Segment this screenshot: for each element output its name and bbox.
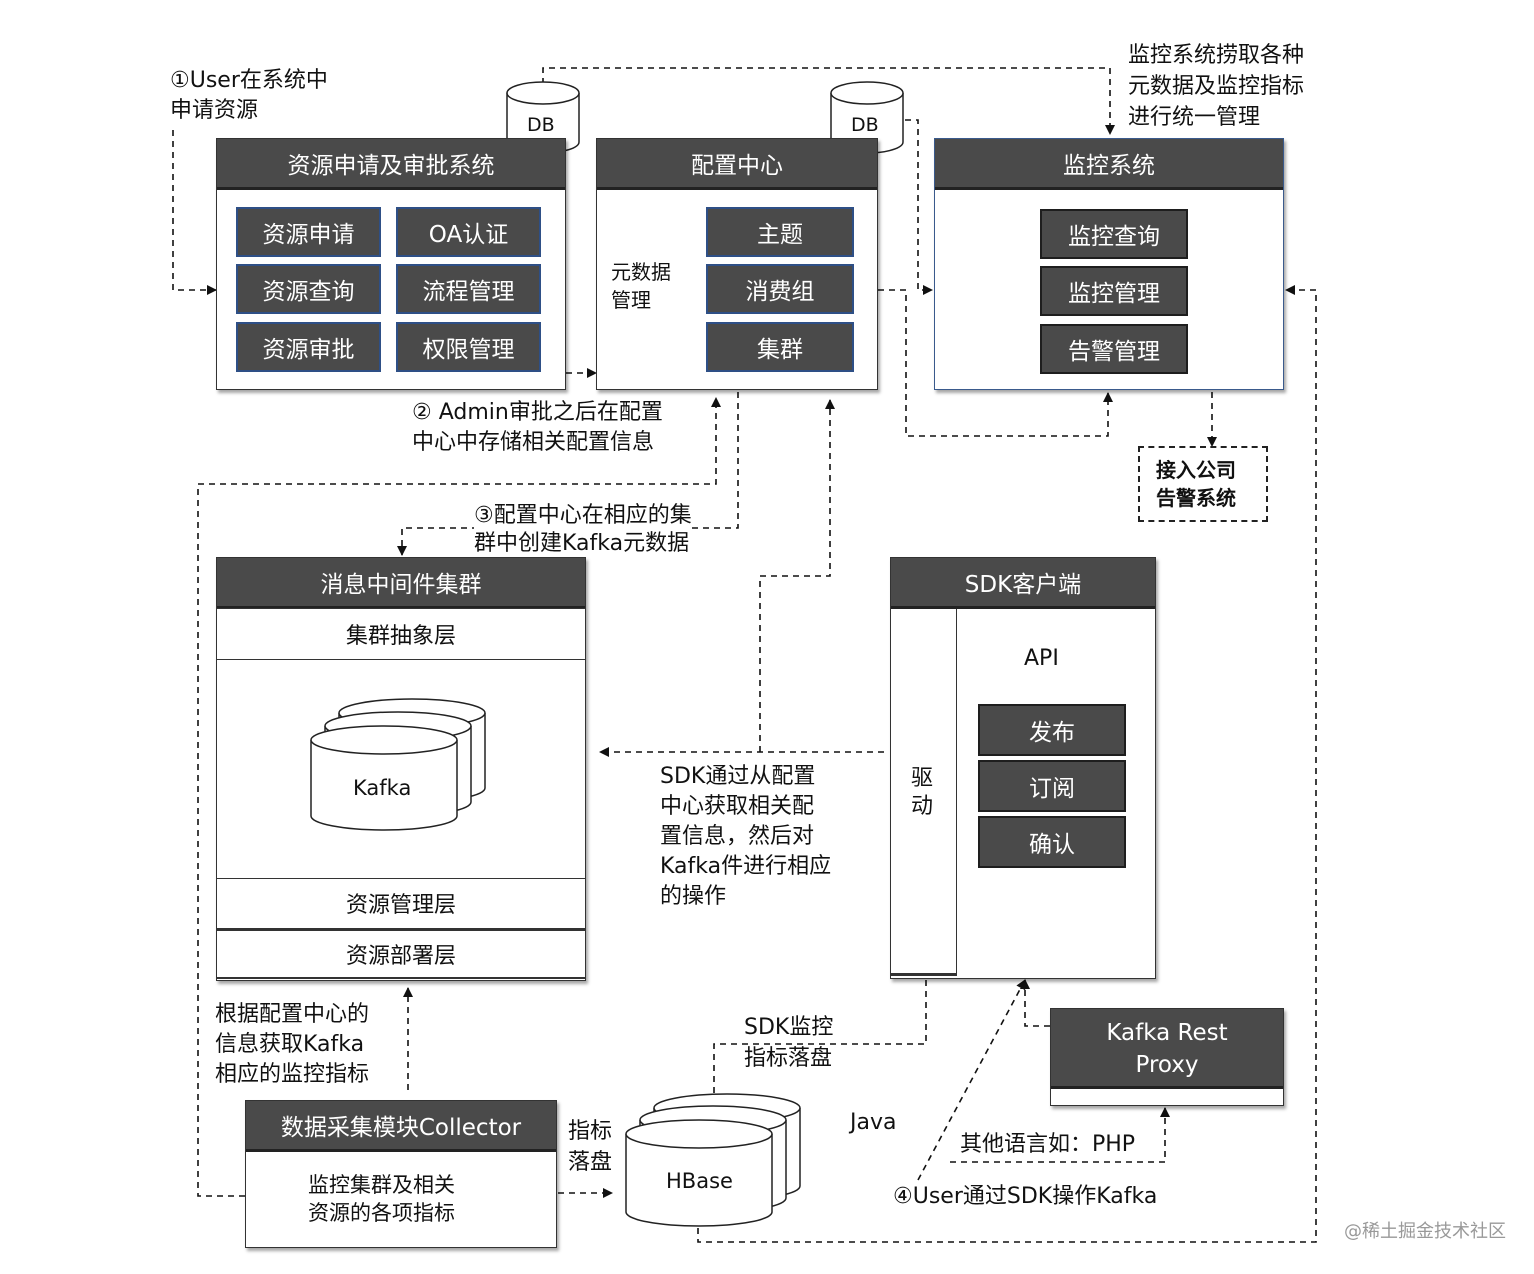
resource-cell[interactable]: 流程管理	[396, 264, 541, 314]
db-label: DB	[851, 114, 879, 136]
kafka-label: Kafka	[353, 776, 412, 800]
resource-deploy-layer: 资源部署层	[217, 928, 585, 979]
mq-cluster-title: 消息中间件集群	[217, 558, 585, 609]
driver-label: 驱动	[911, 766, 934, 819]
metric-disk-note: 指标落盘	[568, 1119, 613, 1175]
resource-approval-system: 资源申请及审批系统 资源申请 OA认证 资源查询 流程管理 资源审批 权限管理	[216, 138, 566, 390]
hbase-cylinders-icon	[625, 1093, 801, 1227]
hbase-label: HBase	[666, 1169, 733, 1193]
monitor-cell[interactable]: 告警管理	[1040, 324, 1188, 374]
mq-cluster: 消息中间件集群 集群抽象层 资源管理层 资源部署层 Kafka	[216, 557, 586, 981]
monitor-system: 监控系统 监控查询 监控管理 告警管理	[934, 138, 1284, 390]
watermark: @稀土掘金技术社区	[1344, 1221, 1506, 1242]
sdk-monitor-note: SDK监控指标落盘	[744, 1015, 834, 1071]
arrow-proxy-to-sdk	[1020, 979, 1050, 1027]
arrow-user-to-resource	[172, 130, 217, 295]
resource-cell[interactable]: OA认证	[396, 207, 541, 257]
config-cell[interactable]: 主题	[706, 207, 854, 257]
db-label: DB	[527, 114, 555, 136]
monitor-cell[interactable]: 监控查询	[1040, 209, 1188, 259]
sdk-client: SDK客户端 驱动 API 发布 订阅 确认	[890, 557, 1156, 979]
collector-module: 数据采集模块Collector 监控集群及相关资源的各项指标	[245, 1100, 557, 1248]
api-label: API	[1024, 646, 1059, 671]
arrow-collector-to-config	[197, 397, 721, 1197]
meta-manage-label: 元数据管理	[611, 260, 671, 312]
config-cell[interactable]: 消费组	[706, 264, 854, 314]
resource-cell[interactable]: 资源申请	[236, 207, 381, 257]
collector-title: 数据采集模块Collector	[246, 1101, 556, 1152]
config-cell[interactable]: 集群	[706, 322, 854, 372]
monitor-system-title: 监控系统	[935, 139, 1283, 190]
step2-note: ② Admin审批之后在配置中心中存储相关配置信息	[412, 400, 663, 455]
db-icon-resource	[506, 81, 580, 154]
kafka-cylinders-icon	[310, 698, 486, 831]
sdk-cell[interactable]: 确认	[978, 816, 1126, 868]
arrow-config-to-cluster	[397, 392, 739, 556]
cluster-abstract-layer: 集群抽象层	[217, 608, 585, 660]
collector-body: 监控集群及相关资源的各项指标	[308, 1173, 455, 1225]
config-center: 配置中心 元数据管理 主题 消费组 集群	[596, 138, 878, 390]
arrow-config-to-monitor-bottom	[878, 289, 1113, 437]
step4-note: ④User通过SDK操作Kafka	[893, 1182, 1158, 1212]
arrow-config-db-to-monitor	[905, 119, 933, 295]
other-lang-label: 其他语言如：PHP	[960, 1130, 1136, 1160]
sdk-client-title: SDK客户端	[891, 558, 1155, 609]
arrow-php-to-proxy	[950, 1107, 1170, 1163]
monitor-note: 监控系统捞取各种元数据及监控指标进行统一管理	[1128, 43, 1305, 130]
sdk-cell[interactable]: 发布	[978, 704, 1126, 756]
resource-manage-layer: 资源管理层	[217, 878, 585, 927]
arrow-sdk-to-hbase	[709, 980, 927, 1107]
java-label: Java	[850, 1110, 897, 1135]
monitor-cell[interactable]: 监控管理	[1040, 266, 1188, 316]
driver-panel: 驱动	[891, 609, 957, 976]
resource-cell[interactable]: 权限管理	[396, 322, 541, 372]
step3-note: ③配置中心在相应的集群中创建Kafka元数据	[474, 502, 692, 558]
resource-cell[interactable]: 资源查询	[236, 264, 381, 314]
company-alert-system: 接入公司告警系统	[1138, 446, 1268, 522]
config-center-title: 配置中心	[597, 139, 877, 190]
step1-note: ①User在系统中申请资源	[170, 68, 328, 123]
arrow-java-to-sdk	[917, 979, 1026, 1181]
arrow-hbase-to-monitor	[697, 285, 1317, 1243]
resource-system-title: 资源申请及审批系统	[217, 139, 565, 190]
resource-cell[interactable]: 资源审批	[236, 322, 381, 372]
sdk-cell[interactable]: 订阅	[978, 760, 1126, 812]
arrow-db-to-monitor	[542, 67, 1115, 135]
arrow-sdk-to-config	[759, 399, 835, 752]
